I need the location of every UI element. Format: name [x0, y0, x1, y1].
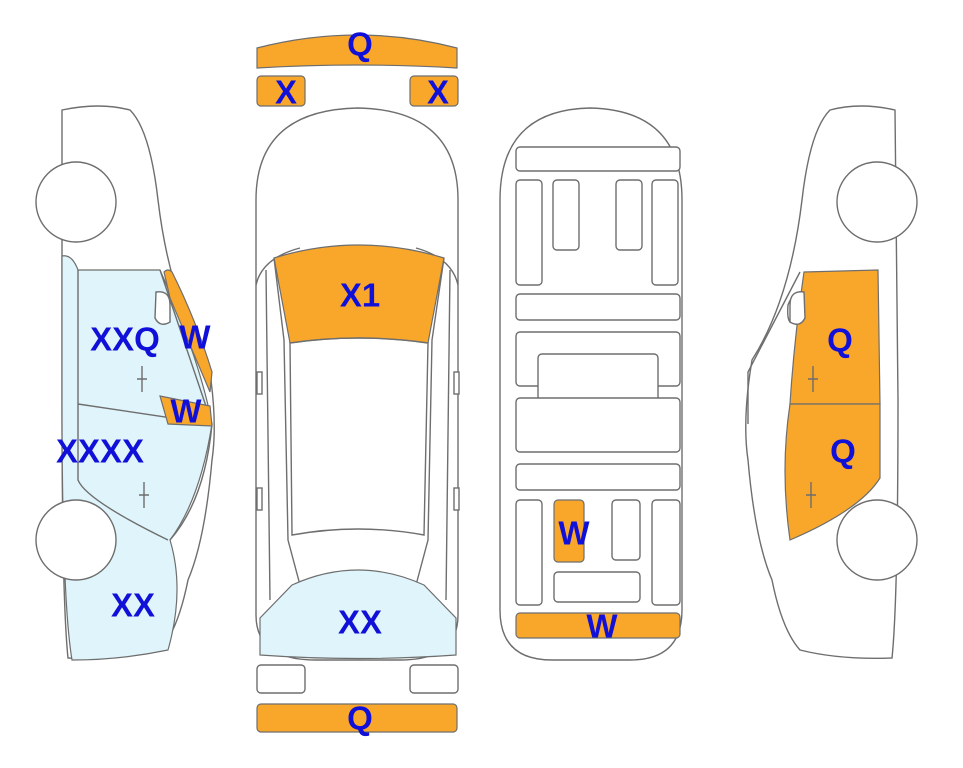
right-rear-door-panel[interactable] [784, 403, 881, 541]
left-rear-door-label: XXQ [90, 320, 160, 358]
car-top-view [255, 107, 460, 661]
right-front-door-label: Q [827, 321, 853, 359]
car-underbody-view [499, 107, 683, 661]
rear-window-label: XX [337, 603, 383, 641]
car-left-side-view [35, 105, 215, 661]
front-right-light-label: X [426, 73, 450, 111]
left-window-upper-panel[interactable] [163, 269, 213, 393]
rear-bumper-label: Q [347, 699, 373, 737]
left-window-lower-panel[interactable] [159, 395, 213, 427]
underbody-panel[interactable] [553, 499, 585, 563]
front-right-light-panel[interactable] [409, 75, 459, 107]
rear-bumper-panel[interactable] [256, 703, 458, 733]
rear-left-light[interactable] [256, 664, 306, 694]
right-rear-door-label: Q [830, 432, 856, 470]
front-bumper-label: Q [347, 25, 373, 63]
windshield-label: X1 [339, 276, 381, 314]
underbody-rear-panel[interactable] [515, 612, 681, 639]
left-front-door-label: XXXX [55, 432, 145, 470]
underbody-rear-label: W [586, 607, 618, 645]
left-window-lower-label: W [170, 392, 202, 430]
front-left-light-panel[interactable] [256, 75, 306, 107]
rear-window-panel[interactable] [259, 569, 457, 660]
underbody-panel-label: W [558, 514, 590, 552]
rear-right-light[interactable] [409, 664, 459, 694]
left-window-upper-label: W [179, 318, 211, 356]
car-right-side-view [745, 105, 918, 660]
front-bumper-panel[interactable] [256, 34, 458, 69]
left-quarter-panel-label: XX [110, 586, 156, 624]
front-left-light-label: X [274, 73, 298, 111]
